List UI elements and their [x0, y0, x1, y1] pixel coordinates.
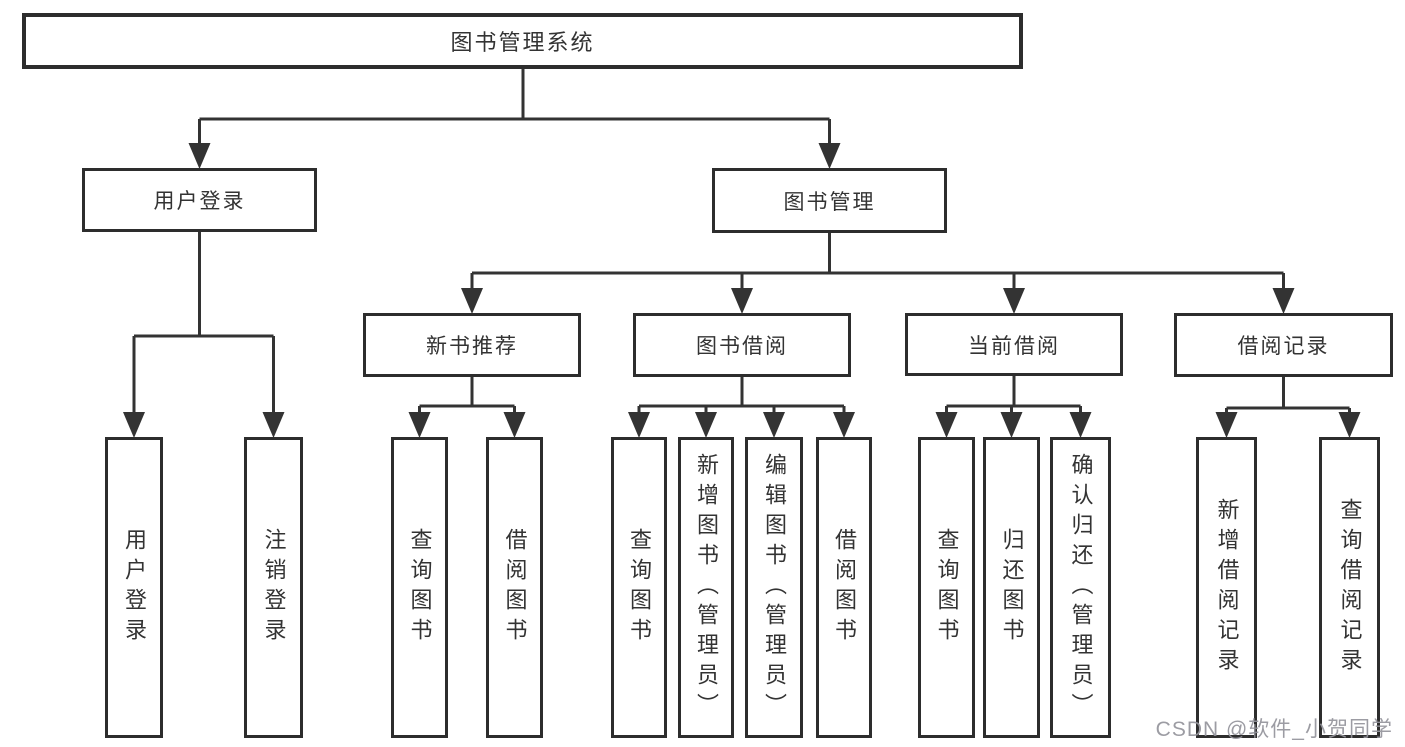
node-leaf-confirm-return-admin: 确认归还（管理员） [1050, 437, 1111, 738]
node-leaf-query-books-1: 查询图书 [391, 437, 448, 738]
node-label: 编辑图书（管理员） [762, 452, 787, 723]
node-leaf-add-borrow-record: 新增借阅记录 [1196, 437, 1257, 738]
node-leaf-add-book-admin: 新增图书（管理员） [678, 437, 734, 738]
arrow-heads-user-login [123, 412, 285, 438]
node-leaf-query-books-3: 查询图书 [918, 437, 975, 738]
csdn-watermark: CSDN @软件_小贺同学 [1155, 718, 1393, 741]
node-leaf-query-books-2: 查询图书 [611, 437, 667, 738]
node-label: 归还图书 [999, 527, 1025, 648]
connector-user-login-to-leaves [132, 232, 275, 413]
node-leaf-logout: 注销登录 [244, 437, 303, 738]
node-label: 查询借阅记录 [1337, 497, 1363, 678]
node-label: 新增图书（管理员） [694, 452, 719, 723]
node-book-borrowing: 图书借阅 [633, 313, 851, 377]
node-leaf-borrow-books-1: 借阅图书 [486, 437, 543, 738]
node-label: 查询图书 [407, 527, 433, 648]
arrow-heads-level3 [461, 288, 1295, 314]
node-label: 借阅图书 [832, 527, 857, 648]
connector-root-to-level2 [198, 69, 831, 144]
node-label: 新增借阅记录 [1214, 497, 1240, 678]
node-label: 查询图书 [934, 527, 960, 648]
node-leaf-edit-book-admin: 编辑图书（管理员） [745, 437, 803, 738]
node-leaf-query-borrow-record: 查询借阅记录 [1319, 437, 1380, 738]
connector-book-mgmt-to-level3 [470, 233, 1285, 289]
connector-current-borrow-to-leaves [945, 376, 1082, 413]
connector-book-borrow-to-leaves [637, 377, 846, 413]
node-user-login: 用户登录 [82, 168, 317, 232]
connector-borrow-record-to-leaves [1225, 377, 1351, 413]
arrow-heads-level2 [188, 143, 841, 169]
node-leaf-user-login: 用户登录 [105, 437, 163, 738]
node-new-book-recommend: 新书推荐 [363, 313, 581, 377]
node-leaf-return-book: 归还图书 [983, 437, 1040, 738]
arrow-heads-new-book [408, 412, 526, 438]
node-book-management: 图书管理 [712, 168, 947, 233]
arrow-heads-current-borrow [935, 412, 1092, 438]
node-label: 确认归还（管理员） [1068, 452, 1094, 723]
node-label: 注销登录 [261, 527, 287, 648]
node-library-system: 图书管理系统 [22, 13, 1023, 69]
arrow-heads-borrow-record [1215, 412, 1361, 438]
arrow-heads-book-borrow [628, 412, 855, 438]
node-current-borrowing: 当前借阅 [905, 313, 1123, 376]
node-borrowing-records: 借阅记录 [1174, 313, 1393, 377]
node-label: 借阅图书 [502, 527, 528, 648]
node-label: 用户登录 [122, 527, 147, 648]
node-leaf-borrow-books-2: 借阅图书 [816, 437, 872, 738]
connector-new-book-to-leaves [418, 377, 516, 413]
node-label: 查询图书 [627, 527, 652, 648]
